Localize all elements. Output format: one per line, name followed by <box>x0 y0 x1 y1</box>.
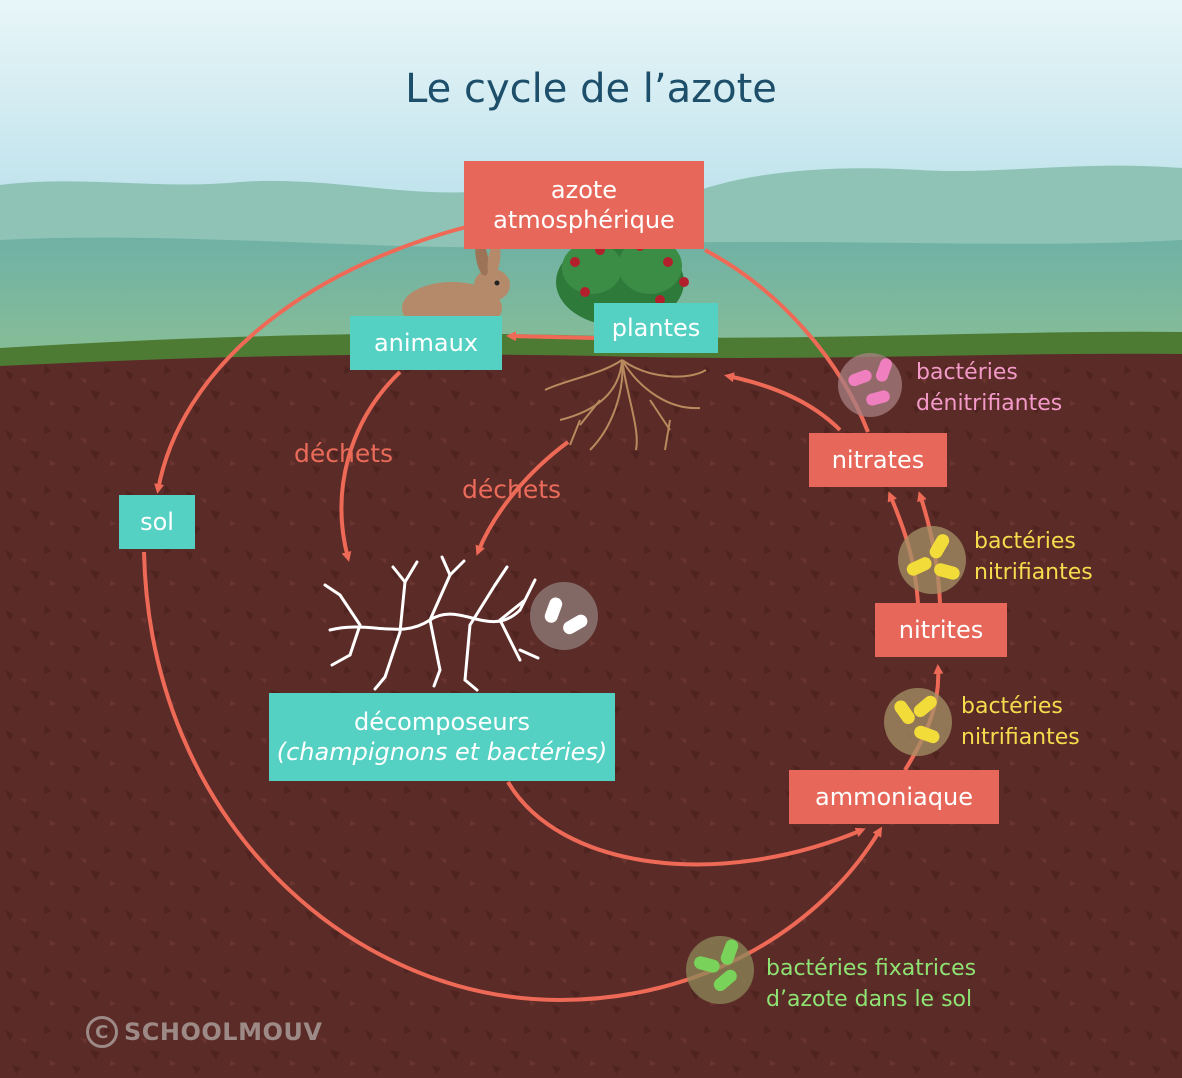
bacteria-icon <box>686 936 754 1004</box>
node-azote-line2: atmosphérique <box>493 206 675 234</box>
node-decomposeurs-line1: décomposeurs <box>353 708 531 736</box>
node-nitrites-label: nitrites <box>898 616 984 644</box>
arrow-decomposeurs-to-ammoniaque <box>506 780 866 867</box>
arrow-roots-to-decomposeurs <box>475 440 570 556</box>
node-azote-line1: azote <box>550 176 618 204</box>
node-nitrites: nitrites <box>875 603 1007 657</box>
watermark: C SCHOOLMOUV <box>86 1016 322 1048</box>
label-bacteries-nitrifiantes-lower: bactéries nitrifiantes <box>961 692 1080 754</box>
label-dechets-plantes: déchets <box>462 475 562 504</box>
arrow-plantes-to-animaux <box>506 331 595 342</box>
node-sol-label: sol <box>140 508 174 536</box>
arrow-animaux-to-decomposeurs <box>339 370 402 562</box>
page-title: Le cycle de l’azote <box>405 66 777 112</box>
plant-roots-icon <box>544 359 707 451</box>
label-fixatrices-line1: bactéries fixatrices <box>766 956 977 981</box>
arrow-azote-to-sol <box>154 224 471 494</box>
node-azote-atmospherique: azote atmosphérique <box>464 161 704 249</box>
node-nitrates: nitrates <box>809 433 947 487</box>
node-plantes: plantes <box>594 303 718 353</box>
node-nitrates-label: nitrates <box>831 446 925 474</box>
arrow-sol-to-ammoniaque <box>142 551 883 1003</box>
bacteria-icon <box>898 526 966 594</box>
node-animaux-label: animaux <box>373 329 479 357</box>
node-decomposeurs-line2: (champignons et bactéries) <box>276 738 608 766</box>
label-denitrifiantes-line1: bactéries <box>916 360 1018 385</box>
label-denitrifiantes-line2: dénitrifiantes <box>916 390 1063 416</box>
label-bacteries-denitrifiantes: bactéries dénitrifiantes <box>916 358 1062 420</box>
cycle-arrows <box>142 224 944 1003</box>
label-bacteries-fixatrices: bactéries fixatrices d’azote dans le sol <box>766 954 976 1016</box>
watermark-text: SCHOOLMOUV <box>124 1018 323 1046</box>
label-fixatrices-line2: d’azote dans le sol <box>766 986 973 1012</box>
node-animaux: animaux <box>350 316 502 370</box>
node-decomposeurs: décomposeurs (champignons et bactéries) <box>269 693 615 781</box>
node-ammoniaque: ammoniaque <box>789 770 999 824</box>
node-plantes-label: plantes <box>611 314 701 342</box>
bacteria-icon <box>838 353 902 417</box>
node-sol: sol <box>119 495 195 549</box>
bacteria-icon <box>884 688 952 756</box>
copyright-icon: C <box>86 1016 118 1048</box>
label-nitrifiantes-b-line1: bactéries <box>961 694 1063 719</box>
label-dechets-animaux: déchets <box>294 439 394 468</box>
label-nitrifiantes-a-line2: nitrifiantes <box>974 559 1093 585</box>
arrow-nitrates-to-plantes <box>724 372 842 432</box>
fungus-mycelium-icon <box>323 555 540 692</box>
label-bacteries-nitrifiantes-upper: bactéries nitrifiantes <box>974 527 1093 589</box>
label-nitrifiantes-a-line1: bactéries <box>974 529 1076 554</box>
node-ammoniaque-label: ammoniaque <box>815 783 973 811</box>
bacteria-icon <box>530 582 598 650</box>
label-nitrifiantes-b-line2: nitrifiantes <box>961 724 1080 750</box>
